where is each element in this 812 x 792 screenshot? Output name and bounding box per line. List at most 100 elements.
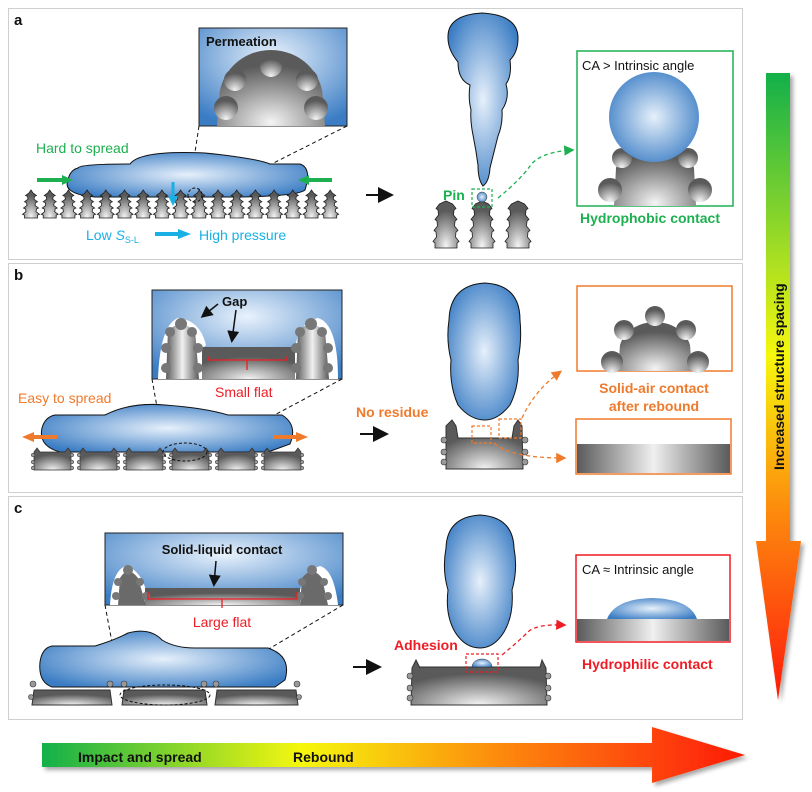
svg-text:Low SS-L: Low SS-L <box>86 227 139 245</box>
low-s-label: Low SS-L <box>86 227 139 245</box>
zoom-arrow-b-bottom <box>493 442 567 464</box>
pillar-bump <box>214 465 220 471</box>
pillar <box>21 189 41 219</box>
ca-approx-label: CA ≈ Intrinsic angle <box>582 562 694 577</box>
pillar-bump <box>207 459 213 465</box>
pillar <box>190 189 209 219</box>
pillar-bump <box>299 465 305 471</box>
pillar-array-c <box>28 680 302 706</box>
pillar-trio-a <box>432 200 532 249</box>
inset-pillar-left <box>161 318 203 379</box>
process-timeline-arrow <box>42 727 745 783</box>
bouncing-droplet-a <box>447 12 519 187</box>
pillar-bump <box>168 452 174 458</box>
spread-cap-droplet <box>607 598 697 619</box>
pillar-bump <box>115 459 121 465</box>
pillar-array-a <box>21 189 340 219</box>
pillar-bump <box>69 452 75 458</box>
pillar <box>283 189 303 219</box>
pillar <box>115 189 134 219</box>
pillar <box>125 447 164 471</box>
high-pressure-label: High pressure <box>199 227 286 243</box>
spherical-droplet <box>609 72 699 162</box>
pillar <box>59 189 78 219</box>
pillar <box>133 189 153 219</box>
pillar <box>320 189 340 219</box>
solid-liquid-contact-label: Solid-liquid contact <box>162 542 283 557</box>
pillar-bump <box>260 465 266 471</box>
panel-c-graphics: Solid-liquid contact Large flat Adhesion <box>28 514 731 706</box>
pillar-bump <box>214 459 220 465</box>
pillar-bump <box>168 459 174 465</box>
pillar <box>302 189 321 219</box>
pillar <box>152 189 172 219</box>
permeation-inset: Permeation <box>198 27 348 127</box>
pillar-bump <box>76 465 82 471</box>
rebounding-droplet-b <box>447 282 522 421</box>
easy-to-spread-label: Easy to spread <box>18 390 111 406</box>
pillar-bump <box>260 452 266 458</box>
pillar-bump <box>122 459 128 465</box>
pillar-bump <box>253 465 259 471</box>
solid-air-label-line1: Solid-air contact <box>599 380 709 396</box>
hydrophilic-result-box: CA ≈ Intrinsic angle <box>575 554 731 643</box>
spread-droplet-b <box>40 404 294 453</box>
panel-b-graphics: Gap Small flat Easy to spread No residue <box>18 282 733 475</box>
small-flat-label: Small flat <box>215 384 273 400</box>
spread-droplet-c <box>39 630 288 688</box>
pillar-bump <box>69 459 75 465</box>
panel-letter-a: a <box>14 12 23 29</box>
structure-spacing-arrow <box>756 73 801 700</box>
large-flat-label: Large flat <box>193 614 251 630</box>
hydrophobic-contact-label: Hydrophobic contact <box>580 210 720 226</box>
panel-letter-c: c <box>14 500 23 517</box>
pillar-bump <box>115 465 121 471</box>
pillar-bump <box>69 465 75 471</box>
pillar-bump <box>76 459 82 465</box>
pillar-bump <box>122 452 128 458</box>
solid-air-label-line2: after rebound <box>609 398 699 414</box>
pillar <box>40 189 59 219</box>
zoom-arrow-b-top <box>521 370 563 419</box>
pillar <box>504 200 532 249</box>
inset-pillar-right <box>291 318 333 379</box>
panel-letter-b: b <box>14 267 24 284</box>
pin-highlight-box <box>471 188 493 208</box>
pillar-bump <box>253 459 259 465</box>
single-pillar-c <box>406 658 552 706</box>
pinned-droplet <box>476 191 488 203</box>
pillar-array-b <box>30 447 305 471</box>
gap-label: Gap <box>222 294 247 309</box>
pillar-bump <box>122 465 128 471</box>
pillar-bump <box>30 452 36 458</box>
flat-highlight-box <box>471 425 492 444</box>
pillar-bump <box>214 452 220 458</box>
pillar-bump <box>207 452 213 458</box>
zoom-arrow-a <box>497 145 575 199</box>
rebounding-droplet-c <box>443 514 517 649</box>
inset-c-pillar-right <box>296 565 332 605</box>
pillar-bump <box>260 459 266 465</box>
panel-a-graphics: Permeation Hard to spread Low SS-L High … <box>21 12 734 249</box>
pillar <box>468 200 496 249</box>
pillar <box>33 447 72 471</box>
pillar <box>432 200 460 249</box>
tip-highlight-box <box>498 418 522 439</box>
pillar <box>171 447 210 471</box>
pillar <box>227 189 246 219</box>
inset-pillar-head <box>214 50 328 126</box>
pillar-bump <box>168 465 174 471</box>
pillar <box>96 189 116 219</box>
pillar-bump <box>299 459 305 465</box>
solid-air-result-box <box>576 285 733 373</box>
pillar <box>208 189 228 219</box>
pillar-bump <box>207 465 213 471</box>
pillar <box>264 189 284 219</box>
pillar-bump <box>30 465 36 471</box>
pin-label: Pin <box>443 187 465 203</box>
pillar <box>77 189 97 219</box>
pillar <box>79 447 118 471</box>
flat-surface-result-box <box>575 418 732 475</box>
no-residue-label: No residue <box>356 404 429 420</box>
